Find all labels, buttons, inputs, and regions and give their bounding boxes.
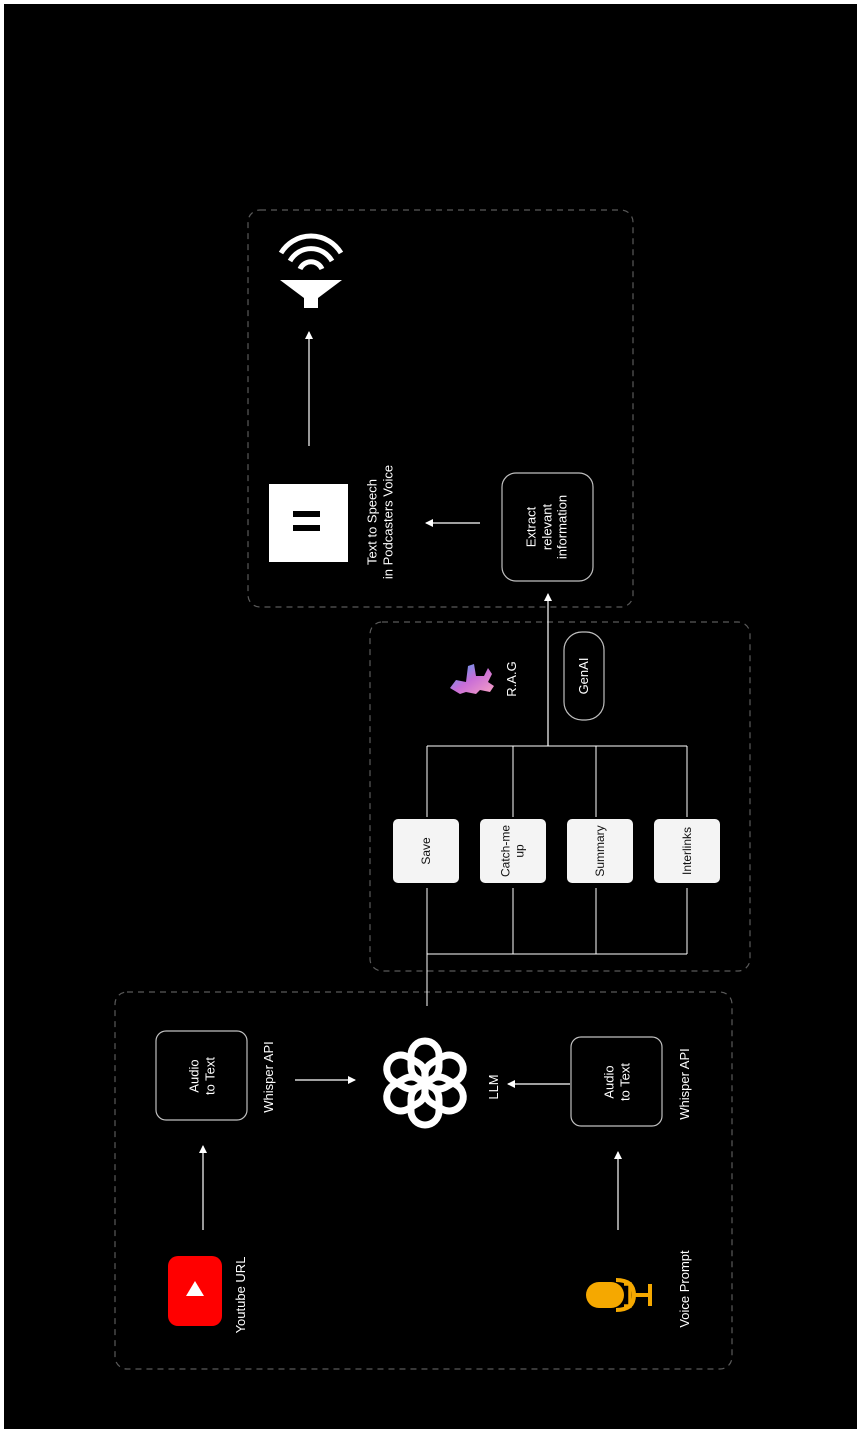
openai-icon: [382, 1041, 469, 1125]
feature-catchup-label: Catch-me up: [499, 825, 528, 877]
microphone-icon: [586, 1280, 650, 1310]
diagram-svg: [4, 4, 857, 1429]
feature-summary-label: Summary: [593, 825, 607, 876]
rag-label: R.A.G: [504, 661, 520, 696]
diagram-canvas: Youtube URL Voice Prompt Audio to Text A…: [4, 4, 857, 1429]
speaker-icon: [280, 236, 342, 308]
tts-label: Text to Speech in Podcasters Voice: [364, 465, 395, 579]
audio-to-text-top-label: Audio to Text: [186, 1057, 217, 1095]
youtube-icon: [168, 1256, 222, 1326]
llm-feature-connector: [427, 888, 687, 1006]
feature-save-label: Save: [419, 837, 433, 864]
equals-icon: [269, 484, 348, 562]
feature-interlinks-label: Interlinks: [680, 827, 694, 875]
voice-prompt-label: Voice Prompt: [677, 1250, 693, 1327]
llm-label: LLM: [486, 1074, 502, 1099]
audio-to-text-bottom-label: Audio to Text: [601, 1063, 632, 1101]
llama-icon: [450, 664, 494, 694]
youtube-url-label: Youtube URL: [233, 1257, 249, 1334]
genai-label: GenAI: [576, 658, 592, 695]
whisper-api-top-label: Whisper API: [261, 1041, 277, 1113]
whisper-api-bottom-label: Whisper API: [677, 1048, 693, 1120]
feature-rag-connector: [427, 746, 687, 817]
extract-label: Extract relevant information: [524, 495, 571, 559]
